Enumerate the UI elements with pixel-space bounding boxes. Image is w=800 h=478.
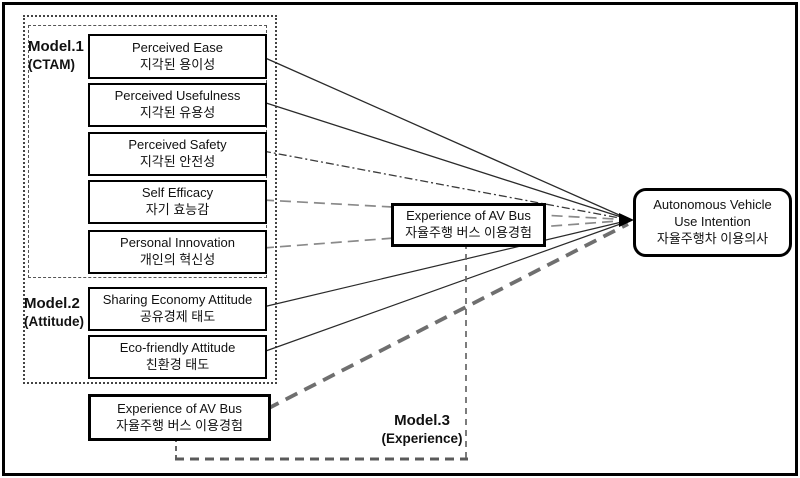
construct-experience-av-bus-moderator: Experience of AV Bus 자율주행 버스 이용경험 (391, 203, 546, 247)
construct-label-en: Experience of AV Bus (117, 400, 242, 416)
construct-label-ko: 개인의 혁신성 (139, 252, 216, 267)
path-usefulness-to-intention (262, 101, 627, 220)
construct-eco-friendly-attitude: Eco-friendly Attitude 친환경 태도 (88, 335, 267, 379)
construct-personal-innovation: Personal Innovation 개인의 혁신성 (88, 230, 267, 274)
model1-qualifier: (CTAM) (28, 57, 75, 72)
model3-name: Model.3 (394, 412, 450, 429)
model3-qualifier: (Experience) (381, 431, 463, 446)
model2-name: Model.2 (24, 295, 80, 312)
construct-label-en: Eco-friendly Attitude (119, 340, 236, 356)
construct-label-ko: 자기 효능감 (145, 202, 210, 217)
construct-sharing-economy-attitude: Sharing Economy Attitude 공유경제 태도 (88, 287, 267, 331)
path-selfefficacy-to-intention (262, 199, 627, 221)
construct-label-en: Self Efficacy (141, 185, 214, 201)
construct-label-ko: 자율주행차 이용의사 (656, 230, 769, 246)
construct-perceived-usefulness: Perceived Usefulness 지각된 유용성 (88, 83, 267, 127)
construct-label-en: Personal Innovation (120, 235, 235, 251)
construct-label-en: Sharing Economy Attitude (102, 292, 253, 308)
path-safety-to-intention (262, 150, 627, 220)
path-eco-to-intention (262, 221, 627, 353)
construct-label-en: Perceived Safety (128, 137, 227, 153)
construct-label-en: Use Intention (674, 214, 751, 230)
construct-experience-av-bus: Experience of AV Bus 자율주행 버스 이용경험 (88, 394, 271, 441)
model3-label: Model.3 (Experience) (381, 412, 463, 448)
path-experience-to-intention (266, 222, 629, 411)
construct-label-ko: 자율주행 버스 이용경험 (405, 225, 532, 240)
construct-label-ko: 지각된 용이성 (139, 56, 216, 72)
construct-perceived-safety: Perceived Safety 지각된 안전성 (88, 132, 267, 176)
model2-qualifier: (Attitude) (24, 314, 84, 329)
construct-av-use-intention: Autonomous Vehicle Use Intention 자율주행차 이… (633, 188, 792, 257)
path-innovation-to-intention (262, 219, 627, 249)
construct-label-ko: 자율주행 버스 이용경험 (116, 417, 243, 433)
construct-label-en: Experience of AV Bus (406, 208, 531, 224)
path-sharing-to-intention (262, 220, 627, 308)
construct-self-efficacy: Self Efficacy 자기 효능감 (88, 180, 267, 224)
construct-label-ko: 친환경 태도 (145, 357, 210, 372)
construct-label-ko: 지각된 안전성 (139, 154, 216, 169)
construct-label-ko: 공유경제 태도 (139, 309, 216, 324)
path-ease-to-intention (262, 56, 627, 219)
arrowhead-into-intention (619, 213, 634, 227)
construct-label-en: Autonomous Vehicle (653, 197, 772, 213)
model2-label: Model.2 (Attitude) (24, 295, 88, 331)
model2-group-boundary (23, 15, 277, 384)
construct-label-en: Perceived Ease (131, 39, 224, 55)
model1-name: Model.1 (28, 38, 84, 55)
construct-perceived-ease: Perceived Ease 지각된 용이성 (88, 34, 267, 79)
construct-label-en: Perceived Usefulness (114, 88, 241, 104)
model1-label: Model.1 (CTAM) (28, 38, 90, 74)
construct-label-ko: 지각된 유용성 (139, 105, 216, 120)
